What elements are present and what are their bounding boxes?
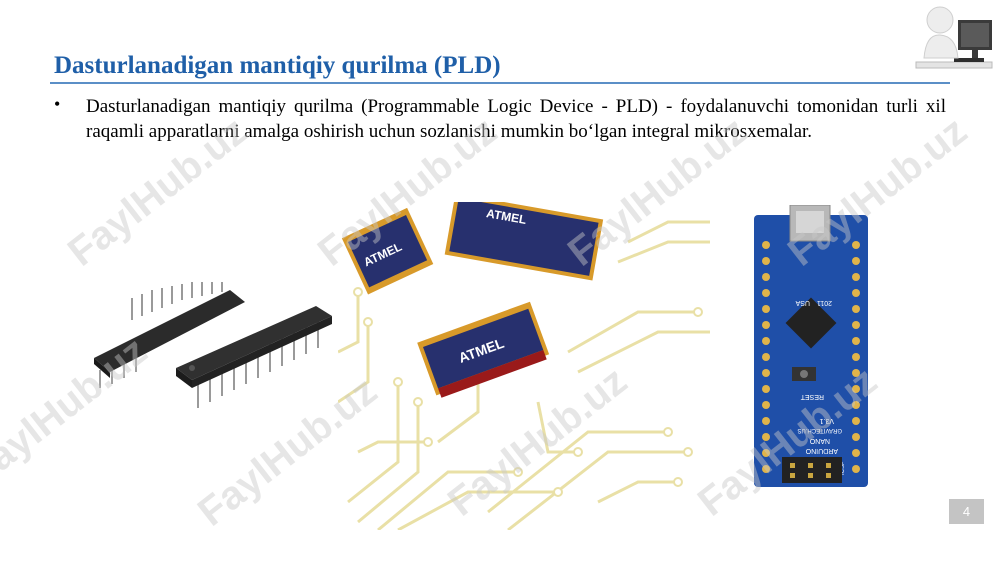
chip-label: ATMEL <box>485 206 527 227</box>
title-underline <box>50 82 950 84</box>
page-number: 4 <box>949 499 984 524</box>
arduino-nano-board-image: USA 2011 RESET V3.1 GRAVITECH.US NANO AR… <box>754 205 868 487</box>
board-label-year: 2011 <box>817 299 832 306</box>
atmel-chips-circuit-image: ATMEL ATMEL ATMEL <box>338 202 710 530</box>
board-label-icsp: ICSP <box>840 461 846 475</box>
board-label-version: V3.1 <box>819 417 834 424</box>
board-label-arduino: ARDUINO <box>805 447 838 454</box>
dip-ic-chip-image <box>94 282 332 408</box>
presenter-at-computer-icon <box>915 6 993 69</box>
board-label-nano: NANO <box>809 437 830 444</box>
board-label-gravitech: GRAVITECH.US <box>797 427 842 433</box>
bullet-text: Dasturlanadigan mantiqiy qurilma (Progra… <box>86 96 946 142</box>
board-label-usa: USA <box>795 299 810 306</box>
board-label-reset: RESET <box>800 393 824 400</box>
slide-title: Dasturlanadigan mantiqiy qurilma (PLD) <box>54 52 501 79</box>
bullet-marker: • <box>54 94 61 114</box>
